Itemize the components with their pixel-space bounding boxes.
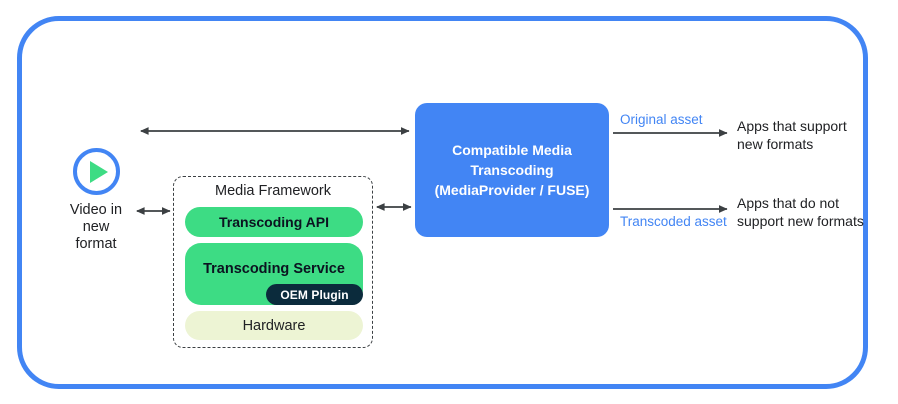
label-original-asset: Original asset bbox=[620, 112, 703, 127]
layer-hardware: Hardware bbox=[185, 311, 363, 340]
compatible-media-transcoding-node: Compatible Media Transcoding (MediaProvi… bbox=[415, 103, 609, 237]
label-transcoded-asset: Transcoded asset bbox=[620, 214, 727, 229]
oem-plugin-badge: OEM Plugin bbox=[266, 284, 363, 305]
layer-transcoding-api: Transcoding API bbox=[185, 207, 363, 237]
video-source: Video in new format bbox=[48, 148, 144, 253]
label-apps-that-do-not-support: Apps that do not support new formats bbox=[737, 195, 864, 229]
play-triangle-icon bbox=[89, 160, 108, 183]
media-framework-group: Media Framework Transcoding API Transcod… bbox=[173, 176, 373, 348]
play-circle-icon bbox=[72, 148, 120, 195]
video-source-caption: Video in new format bbox=[69, 202, 123, 252]
label-apps-that-support: Apps that support new formats bbox=[737, 118, 847, 152]
media-framework-title: Media Framework bbox=[214, 183, 332, 199]
